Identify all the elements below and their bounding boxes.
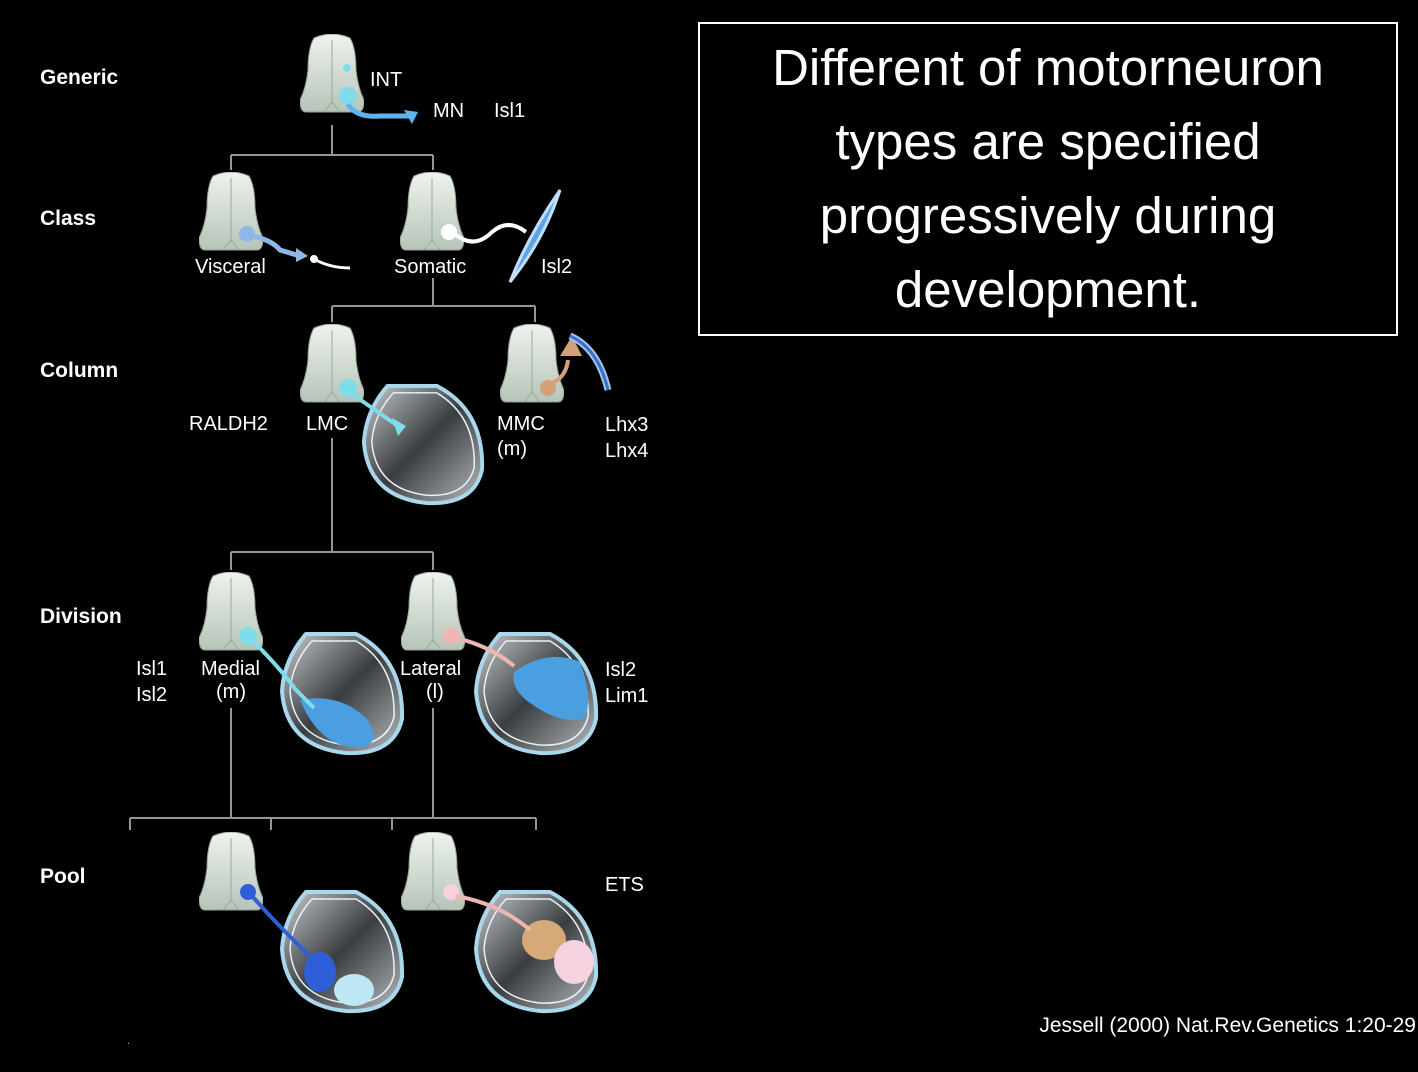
label-isl1-division: Isl1 bbox=[136, 658, 167, 680]
corner-mark: . bbox=[127, 1036, 130, 1047]
label-lhx4: Lhx4 bbox=[605, 440, 648, 462]
somatic-cord bbox=[400, 172, 562, 283]
label-lmc: LMC bbox=[306, 413, 348, 435]
label-visceral: Visceral bbox=[195, 256, 266, 278]
visceral-cord bbox=[199, 172, 351, 270]
mmc-cord bbox=[500, 324, 612, 403]
label-ets: ETS bbox=[605, 874, 644, 896]
lateral-pool-cord bbox=[401, 832, 596, 1011]
label-mmc-line2: (m) bbox=[497, 438, 527, 460]
label-int: INT bbox=[370, 69, 402, 91]
label-lateral-line1: Lateral bbox=[400, 658, 461, 680]
label-lateral-line2: (l) bbox=[426, 681, 444, 703]
label-isl2-class: Isl2 bbox=[541, 256, 572, 278]
lateral-division-cord bbox=[401, 572, 596, 753]
level-label-generic: Generic bbox=[40, 66, 119, 89]
medial-pool-cord bbox=[199, 832, 402, 1011]
label-lhx3: Lhx3 bbox=[605, 414, 648, 436]
citation: Jessell (2000) Nat.Rev.Genetics 1:20-29 bbox=[1039, 1014, 1416, 1037]
level-label-division: Division bbox=[40, 605, 122, 628]
level-label-column: Column bbox=[40, 359, 118, 382]
label-mn: MN bbox=[433, 100, 464, 122]
hierarchy-connectors bbox=[129, 125, 537, 830]
label-medial-line1: Medial bbox=[201, 658, 260, 680]
slide-title: Different of motorneuron types are speci… bbox=[772, 39, 1324, 318]
label-raldh2: RALDH2 bbox=[189, 413, 268, 435]
label-somatic: Somatic bbox=[394, 256, 466, 278]
label-lim1: Lim1 bbox=[605, 685, 648, 707]
label-medial-line2: (m) bbox=[216, 681, 246, 703]
level-label-class: Class bbox=[40, 207, 96, 230]
lmc-cord bbox=[300, 324, 485, 506]
label-isl2-division: Isl2 bbox=[136, 684, 167, 706]
generic-cord bbox=[300, 34, 418, 124]
slide-title-box: Different of motorneuron types are speci… bbox=[698, 22, 1398, 336]
label-isl1-generic: Isl1 bbox=[494, 100, 525, 122]
label-isl2-lateral: Isl2 bbox=[605, 659, 636, 681]
medial-division-cord bbox=[199, 572, 402, 753]
level-label-pool: Pool bbox=[40, 865, 86, 888]
label-mmc-line1: MMC bbox=[497, 413, 545, 435]
